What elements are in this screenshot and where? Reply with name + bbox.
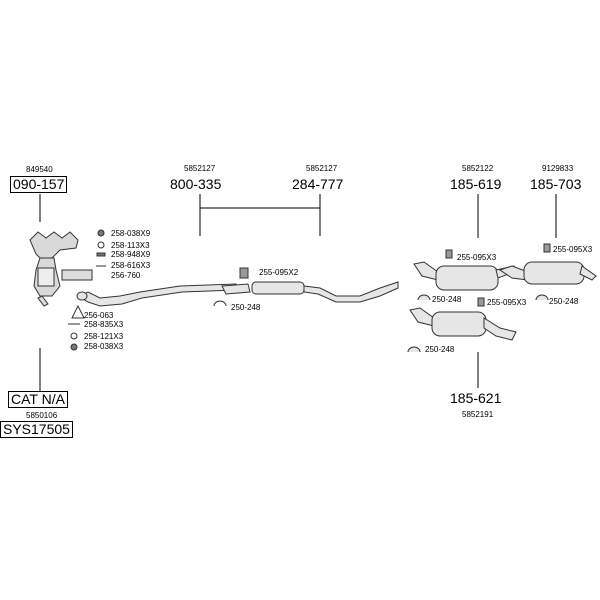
- hardware-icons-bottom: [68, 304, 85, 351]
- rear-box-a-part-number[interactable]: 185-619: [450, 176, 502, 192]
- bracket-icon: [543, 243, 551, 253]
- center-box-part-number[interactable]: 284-777: [292, 176, 344, 192]
- rear-a-clamp-label[interactable]: 250-248: [432, 295, 462, 304]
- catalyst-label[interactable]: CAT N/A: [8, 391, 68, 408]
- rear-b-clamp-label[interactable]: 250-248: [549, 297, 579, 306]
- nut-icon: [97, 229, 105, 237]
- manifold-part-number[interactable]: 090-157: [10, 176, 68, 193]
- hardware-top-1[interactable]: 258-038X9: [111, 229, 151, 238]
- bracket-icon: [445, 249, 453, 259]
- clamp-icon: [407, 346, 421, 353]
- center-box-ref: 5852127: [306, 164, 338, 173]
- system-number[interactable]: SYS17505: [0, 421, 73, 438]
- rear-box-a-ref: 5852122: [462, 164, 494, 173]
- front-pipe-part: [76, 283, 237, 307]
- hardware-bottom-4[interactable]: 258-038X3: [84, 342, 124, 351]
- hardware-top-4[interactable]: 258-616X3: [111, 261, 151, 270]
- hardware-bottom-2[interactable]: 258-835X3: [84, 320, 124, 329]
- mid-clamp-label[interactable]: 250-248: [231, 303, 261, 312]
- hardware-bottom-3[interactable]: 258-121X3: [84, 332, 124, 341]
- hardware-top-5[interactable]: 256-760: [111, 271, 141, 280]
- hardware-bottom-1[interactable]: 256-063: [84, 311, 114, 320]
- bracket-icon: [239, 267, 249, 279]
- stud-icon: [96, 252, 106, 257]
- rear-box-b-part: [498, 243, 597, 301]
- hardware-top-3[interactable]: 258-948X9: [111, 250, 151, 259]
- clamp-icon: [213, 300, 227, 307]
- rear-box-b-part-number[interactable]: 185-703: [530, 176, 582, 192]
- bracket-icon: [477, 297, 485, 307]
- gasket-icon: [61, 269, 93, 281]
- manifold-ref: 849540: [26, 165, 53, 174]
- hardware-top-2[interactable]: 258-113X3: [111, 241, 150, 250]
- rear-c-bracket-label[interactable]: 255-095X3: [487, 298, 527, 307]
- rear-box-c-part: [407, 297, 517, 353]
- manifold-part: [29, 231, 79, 307]
- center-box-part: [213, 267, 399, 307]
- hardware-icons-top: [61, 229, 106, 281]
- clamp-icon: [417, 294, 431, 301]
- rear-box-a-part: [413, 249, 515, 301]
- washer-icon: [97, 241, 105, 249]
- rear-box-b-ref: 9129833: [542, 164, 574, 173]
- triangle-gasket-icon: [71, 304, 85, 319]
- rear-c-clamp-label[interactable]: 250-248: [425, 345, 455, 354]
- rear-b-bracket-label[interactable]: 255-095X3: [553, 245, 593, 254]
- nut-icon: [70, 343, 78, 351]
- mid-bracket-label[interactable]: 255-095X2: [259, 268, 299, 277]
- front-pipe-part-number[interactable]: 800-335: [170, 176, 222, 192]
- clamp-icon: [535, 294, 549, 301]
- rear-box-c-ref: 5852191: [462, 410, 494, 419]
- catalyst-ref: 5850106: [26, 411, 58, 420]
- front-pipe-ref: 5852127: [184, 164, 216, 173]
- rear-box-c-part-number[interactable]: 185-621: [450, 390, 502, 406]
- washer-icon: [70, 332, 78, 340]
- rear-a-bracket-label[interactable]: 255-095X3: [457, 253, 497, 262]
